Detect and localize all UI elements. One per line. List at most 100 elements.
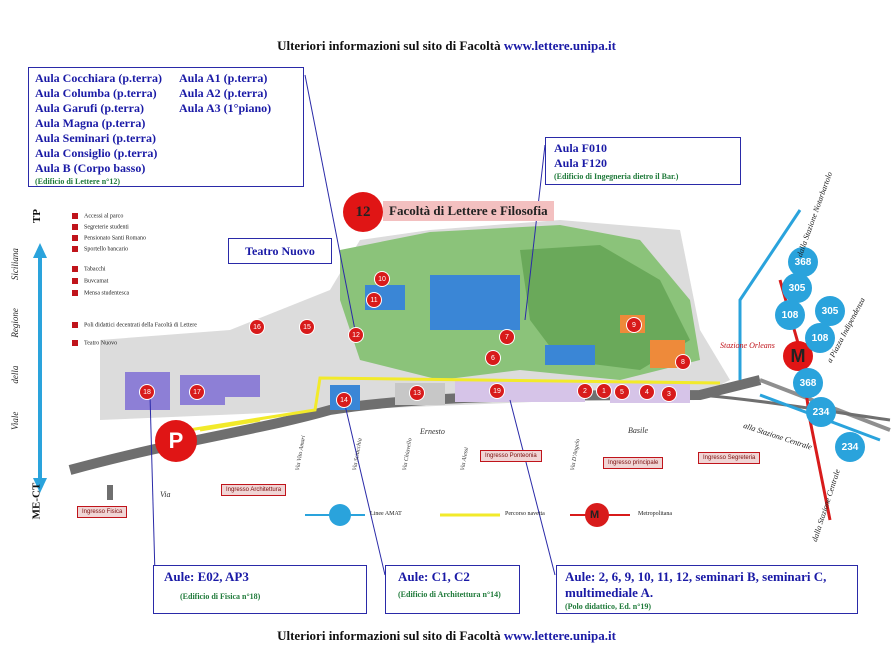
entrance-segreteria[interactable]: Ingresso Segreteria xyxy=(698,452,761,464)
building-number[interactable]: 6 xyxy=(486,351,500,365)
callout-fisica xyxy=(149,394,156,576)
aula-f120: Aula F120 xyxy=(554,156,608,170)
callout-ingegneria xyxy=(524,144,546,321)
building-number[interactable]: 9 xyxy=(627,318,641,332)
header-top-url[interactable]: www.lettere.unipa.it xyxy=(503,38,616,53)
label-tp: TP xyxy=(31,208,44,224)
building-ingegneria xyxy=(430,275,520,330)
building-number[interactable]: 14 xyxy=(337,393,351,407)
building-number[interactable]: 10 xyxy=(375,272,389,286)
aula-columba: Aula Columba (p.terra) xyxy=(35,86,157,100)
building-number[interactable]: 13 xyxy=(410,386,424,400)
header-top-prefix: Ulteriori informazioni sul sito di Facol… xyxy=(277,38,501,53)
street-via: Via xyxy=(160,490,171,499)
note-polo: (Polo didattico, Ed. n°19) xyxy=(565,602,652,611)
aula-garufi: Aula Garufi (p.terra) xyxy=(35,101,144,115)
header-bottom-url[interactable]: www.lettere.unipa.it xyxy=(503,628,616,643)
callout-architettura xyxy=(344,404,386,576)
bus-stop[interactable]: 234 xyxy=(835,432,865,462)
building-number[interactable]: 17 xyxy=(190,385,204,399)
building-number[interactable]: 15 xyxy=(300,320,314,334)
aule-polo-1: Aule: 2, 6, 9, 10, 11, 12, seminari B, s… xyxy=(565,569,827,584)
aula-b: Aula B (Corpo basso) xyxy=(35,161,146,175)
building-number[interactable]: 5 xyxy=(615,385,629,399)
building-number[interactable]: 2 xyxy=(578,384,592,398)
legend-tabacchi: Tabacchi xyxy=(72,266,106,272)
note-lettere: (Edificio di Lettere n°12) xyxy=(35,177,121,186)
building-number[interactable]: 19 xyxy=(490,384,504,398)
building-number[interactable]: 12 xyxy=(349,328,363,342)
bus-stop[interactable]: 108 xyxy=(775,300,805,330)
building-teatro xyxy=(225,375,260,397)
aula-a3: Aula A3 (1°piano) xyxy=(179,101,272,115)
callout-polo xyxy=(509,399,556,576)
legend-metro-m: M xyxy=(590,509,600,521)
building-number[interactable]: 18 xyxy=(140,385,154,399)
legend-teatro: Teatro Nuovo xyxy=(72,340,117,346)
legend-accessi: Accessi al parco xyxy=(72,213,123,219)
entrance-fisica[interactable]: Ingresso Fisica xyxy=(77,506,128,518)
note-architettura: (Edificio di Architettura n°14) xyxy=(398,590,501,599)
viale-word-4: Siciliana xyxy=(10,248,20,281)
building-number[interactable]: 1 xyxy=(597,384,611,398)
building-number[interactable]: 7 xyxy=(500,330,514,344)
building-number[interactable]: 4 xyxy=(640,385,654,399)
parking-marker[interactable]: P xyxy=(155,420,197,462)
faculty-title: Facoltà di Lettere e Filosofia xyxy=(383,201,554,221)
header-bottom-prefix: Ulteriori informazioni sul sito di Facol… xyxy=(277,628,501,643)
legend-mensa: Mensa studentesca xyxy=(72,290,129,296)
aula-f010: Aula F010 xyxy=(554,141,608,155)
label-mect: ME-CT xyxy=(30,482,43,520)
aula-a1: Aula A1 (p.terra) xyxy=(179,71,268,85)
building-19 xyxy=(455,380,585,402)
viale-word-2: della xyxy=(10,365,20,384)
bus-stop[interactable]: 305 xyxy=(815,296,845,326)
aule-polo-2: multimediale A. xyxy=(565,585,654,600)
legend-segreterie: Segreterie studenti xyxy=(72,224,129,230)
viale-arrow-up xyxy=(33,243,47,258)
bus-line-1 xyxy=(738,209,802,380)
viale-arrow-down xyxy=(33,478,47,493)
aula-seminari: Aula Seminari (p.terra) xyxy=(35,131,156,145)
callout-lettere xyxy=(304,74,356,331)
legend-metro-label: Metropolitana xyxy=(638,511,672,517)
entrance-principale[interactable]: Ingresso principale xyxy=(603,457,664,469)
aule-fisica: Aule: E02, AP3 xyxy=(164,569,249,584)
building-number[interactable]: 8 xyxy=(676,355,690,369)
bus-stop[interactable]: 305 xyxy=(782,273,812,303)
bus-stop[interactable]: 368 xyxy=(788,247,818,277)
bus-stop[interactable]: 234 xyxy=(806,397,836,427)
faculty-number-marker: 12 xyxy=(343,192,383,232)
legend-buvcamat: Buvcamat xyxy=(72,278,108,284)
building-number[interactable]: 11 xyxy=(367,293,381,307)
street-basile: Basile xyxy=(628,426,648,435)
legend-amat-label: Linee AMAT xyxy=(370,511,402,517)
entrance-ponteonia[interactable]: Ingresso Ponteonia xyxy=(480,450,542,462)
orchard xyxy=(520,245,690,370)
teatro-nuovo-label: Teatro Nuovo xyxy=(228,238,332,264)
building-number[interactable]: 16 xyxy=(250,320,264,334)
faculty-number: 12 xyxy=(355,203,371,220)
street-ernesto: Ernesto xyxy=(420,427,445,436)
header-top: Ulteriori informazioni sul sito di Facol… xyxy=(0,38,893,54)
aula-consiglio: Aula Consiglio (p.terra) xyxy=(35,146,158,160)
info-box-fisica: Aule: E02, AP3 (Edificio di Fisica n°18) xyxy=(153,565,367,614)
viale-word-1: Viale xyxy=(10,411,20,430)
bus-stop[interactable]: 108 xyxy=(805,323,835,353)
entrance-architettura[interactable]: Ingresso Architettura xyxy=(221,484,287,496)
metro-marker[interactable]: M xyxy=(783,341,813,371)
aula-a2: Aula A2 (p.terra) xyxy=(179,86,268,100)
info-box-architettura: Aule: C1, C2 (Edificio di Architettura n… xyxy=(385,565,520,614)
aula-cocchiara: Aula Cocchiara (p.terra) xyxy=(35,71,162,85)
parking-arrow xyxy=(199,418,261,432)
bus-stop[interactable]: 368 xyxy=(793,368,823,398)
aule-architettura: Aule: C1, C2 xyxy=(398,569,470,584)
aula-magna: Aula Magna (p.terra) xyxy=(35,116,146,130)
note-fisica: (Edificio di Fisica n°18) xyxy=(180,592,261,601)
building-number[interactable]: 3 xyxy=(662,387,676,401)
note-ingegneria: (Edificio di Ingegneria dietro il Bar.) xyxy=(554,172,679,181)
label-viale: Viale della Regione Siciliana xyxy=(10,248,20,430)
info-box-lettere: Aula Cocchiara (p.terra) Aula Columba (p… xyxy=(28,67,304,187)
legend-metro-circle xyxy=(585,503,609,527)
legend-pensionato: Pensionato Santi Romano xyxy=(72,235,146,241)
